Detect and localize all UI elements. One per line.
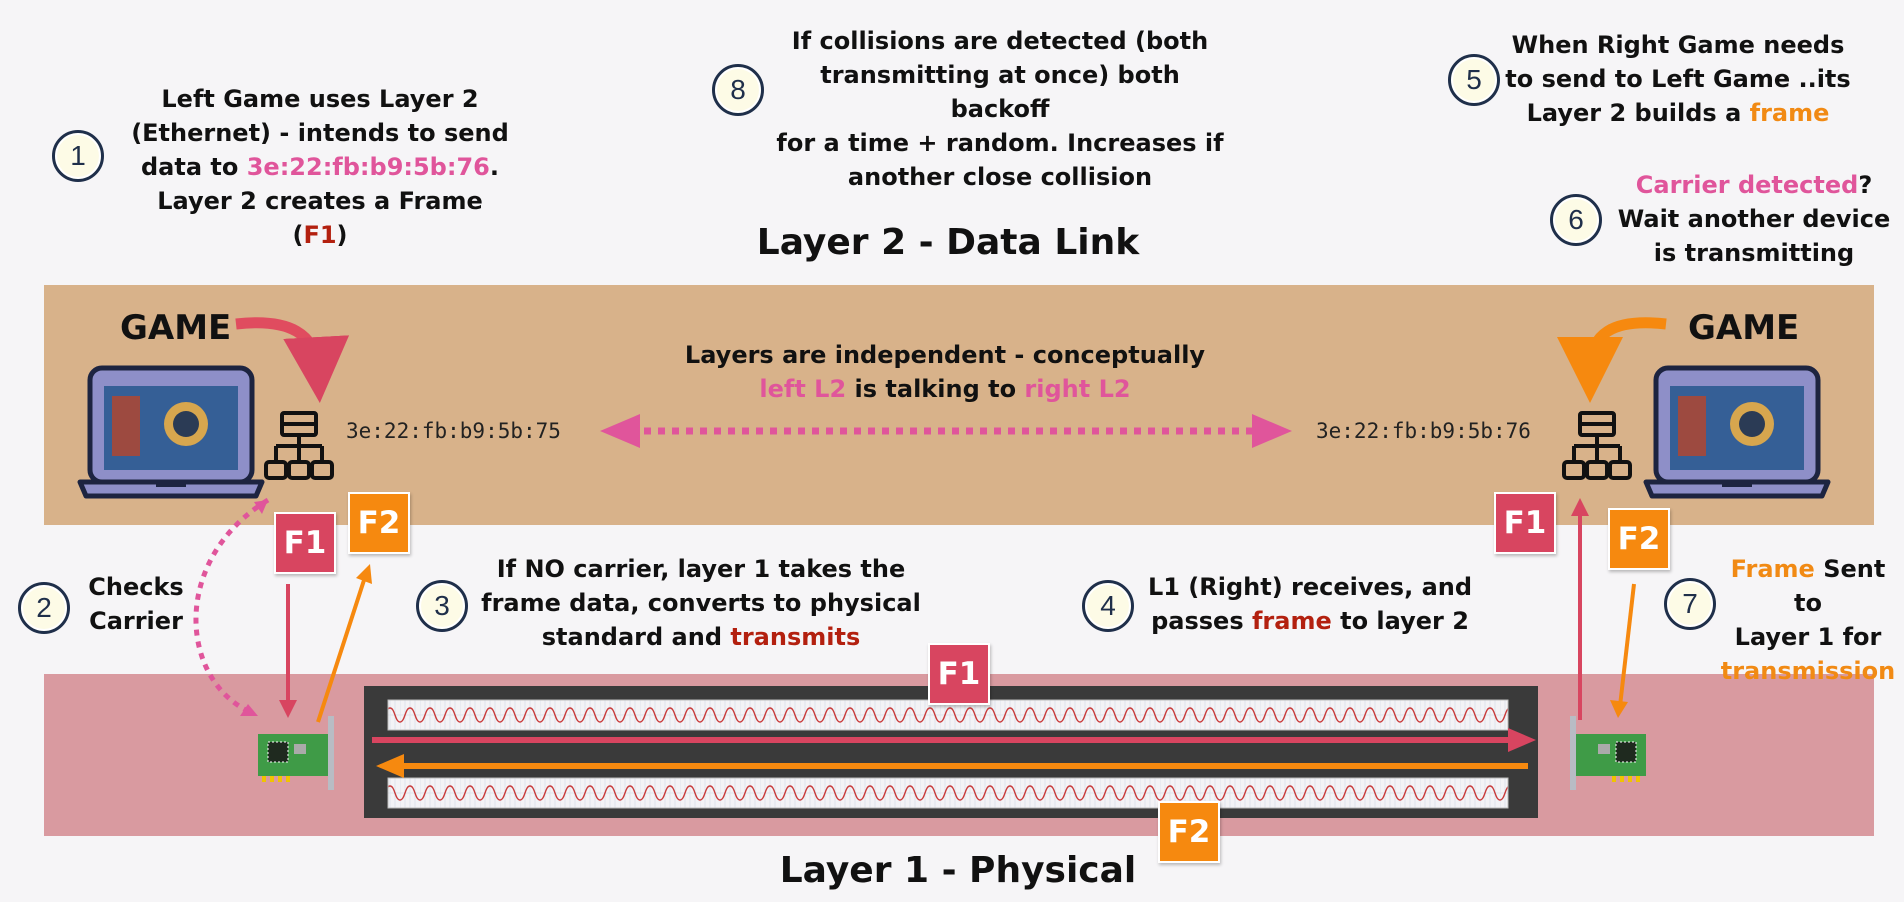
step-6-text: Carrier detected? Wait another device is… xyxy=(1617,171,1891,267)
left-f1-frame-badge: F1 xyxy=(274,512,336,574)
right-mac-address: 3e:22:fb:b9:5b:76 xyxy=(1316,419,1531,443)
step-2-badge: 2 xyxy=(18,582,70,634)
left-nic-icon xyxy=(258,716,334,790)
cable-f2-frame-badge: F2 xyxy=(1158,801,1220,863)
carrier-check-arc xyxy=(193,497,270,715)
step-7-badge: 7 xyxy=(1664,578,1716,630)
layer2-title: Layer 2 - Data Link xyxy=(756,222,1140,263)
cable-f1-frame-badge: F1 xyxy=(928,643,990,705)
layer1-title: Layer 1 - Physical xyxy=(779,850,1137,891)
center-text: Layers are independent - conceptually le… xyxy=(684,341,1206,403)
step-5-badge: 5 xyxy=(1448,54,1500,106)
step-3-text: If NO carrier, layer 1 takes the frame d… xyxy=(481,555,921,651)
step-1-badge: 1 xyxy=(52,130,104,182)
step-7-text: Frame Sent to Layer 1 for transmission xyxy=(1720,555,1896,685)
step-5-text: When Right Game needs to send to Left Ga… xyxy=(1505,31,1851,127)
step-3-badge: 3 xyxy=(416,580,468,632)
step-2-text: Checks Carrier xyxy=(88,573,184,635)
left-laptop-icon xyxy=(77,365,265,499)
right-f1-frame-badge: F1 xyxy=(1494,492,1556,554)
step-1-text: Left Game uses Layer 2 (Ethernet) - inte… xyxy=(131,85,509,249)
right-f2-frame-badge: F2 xyxy=(1608,508,1670,570)
left-layer2-network-icon xyxy=(264,411,334,480)
right-nic-icon xyxy=(1570,716,1646,790)
step-8-text: If collisions are detected (both transmi… xyxy=(776,27,1224,191)
step-4-badge: 4 xyxy=(1082,580,1134,632)
left-f2-up-arrow xyxy=(316,573,368,723)
left-f2-frame-badge: F2 xyxy=(348,492,410,554)
left-game-label: GAME xyxy=(120,308,232,348)
step-4-text: L1 (Right) receives, and passes frame to… xyxy=(1147,573,1473,635)
right-f2-down-arrow xyxy=(1618,583,1636,707)
right-game-label: GAME xyxy=(1688,308,1800,348)
step-8-badge: 8 xyxy=(712,64,764,116)
right-game-arrow-icon xyxy=(1557,317,1667,403)
right-laptop-icon xyxy=(1643,365,1831,499)
left-mac-address: 3e:22:fb:b9:5b:75 xyxy=(346,419,561,443)
layer2-band xyxy=(44,285,1874,525)
right-layer2-network-icon xyxy=(1562,411,1632,480)
physical-cable xyxy=(364,686,1538,818)
left-game-arrow-icon xyxy=(235,317,350,403)
step-6-badge: 6 xyxy=(1550,194,1602,246)
